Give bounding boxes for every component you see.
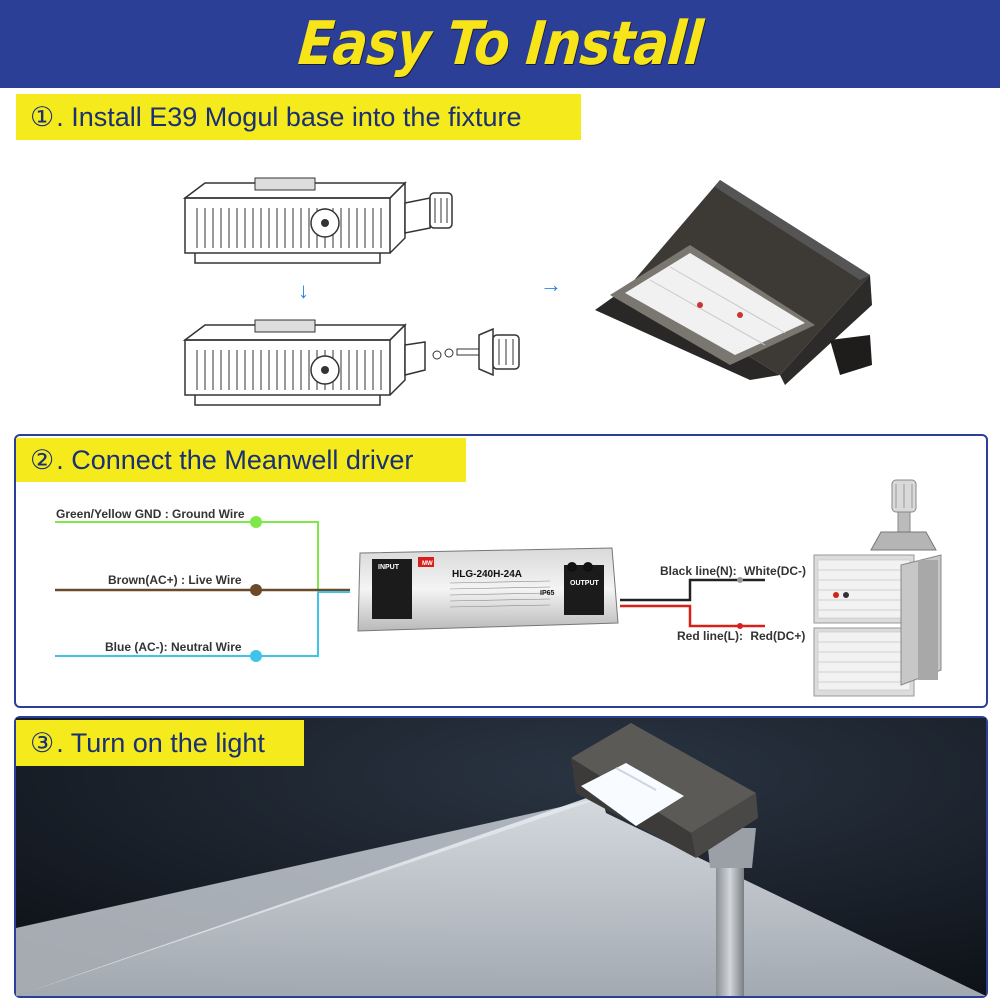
- step-3-frame: [14, 716, 988, 998]
- right-arrow-icon: →: [540, 272, 562, 297]
- step-3-number: ③: [30, 727, 55, 758]
- driver-model: HLG-240H-24A: [452, 569, 522, 580]
- retrofit-kit-drawing-exploded: [182, 319, 520, 406]
- red-line-text: Red line(L):: [677, 629, 743, 643]
- step-1-number: ①: [30, 101, 55, 132]
- down-arrow-icon: ↓: [298, 278, 309, 303]
- black-line-text: Black line(N):: [660, 564, 737, 578]
- driver-rating: IP65: [540, 590, 555, 597]
- step-1-text: . Install E39 Mogul base into the fixtur…: [56, 101, 522, 132]
- step-2-text: . Connect the Meanwell driver: [56, 444, 414, 475]
- step-2-frame: [14, 434, 988, 708]
- red-line-label: Red line(L): Red(DC+): [677, 629, 805, 643]
- red-dc-text: Red(DC+): [750, 629, 806, 643]
- neutral-wire-label: Blue (AC-): Neutral Wire: [105, 640, 242, 654]
- meanwell-driver-image: INPUT OUTPUT MW HLG-240H-24A IP65: [357, 547, 619, 632]
- driver-output-label: OUTPUT: [570, 580, 600, 587]
- live-wire-label: Brown(AC+) : Live Wire: [108, 573, 242, 587]
- retrofit-kit-drawing-assembled: [182, 177, 453, 264]
- title-banner: Easy To Install: [0, 0, 1000, 88]
- ground-wire-label: Green/Yellow GND : Ground Wire: [56, 507, 245, 521]
- step-1-label: ① . Install E39 Mogul base into the fixt…: [16, 94, 581, 140]
- black-dc-text: White(DC-): [744, 564, 807, 578]
- driver-input-label: INPUT: [378, 564, 400, 571]
- retrofit-led-module-image: [813, 479, 942, 697]
- step-3-text: . Turn on the light: [56, 727, 265, 758]
- black-line-label: Black line(N): White(DC-): [660, 564, 806, 578]
- step-2-label: ② . Connect the Meanwell driver: [16, 438, 466, 482]
- shoebox-fixture-image: [595, 180, 872, 385]
- step-2-number: ②: [30, 444, 55, 475]
- street-light-night-image: [16, 718, 986, 996]
- step-3-label: ③ . Turn on the light: [16, 720, 304, 766]
- driver-brand: MW: [422, 561, 433, 567]
